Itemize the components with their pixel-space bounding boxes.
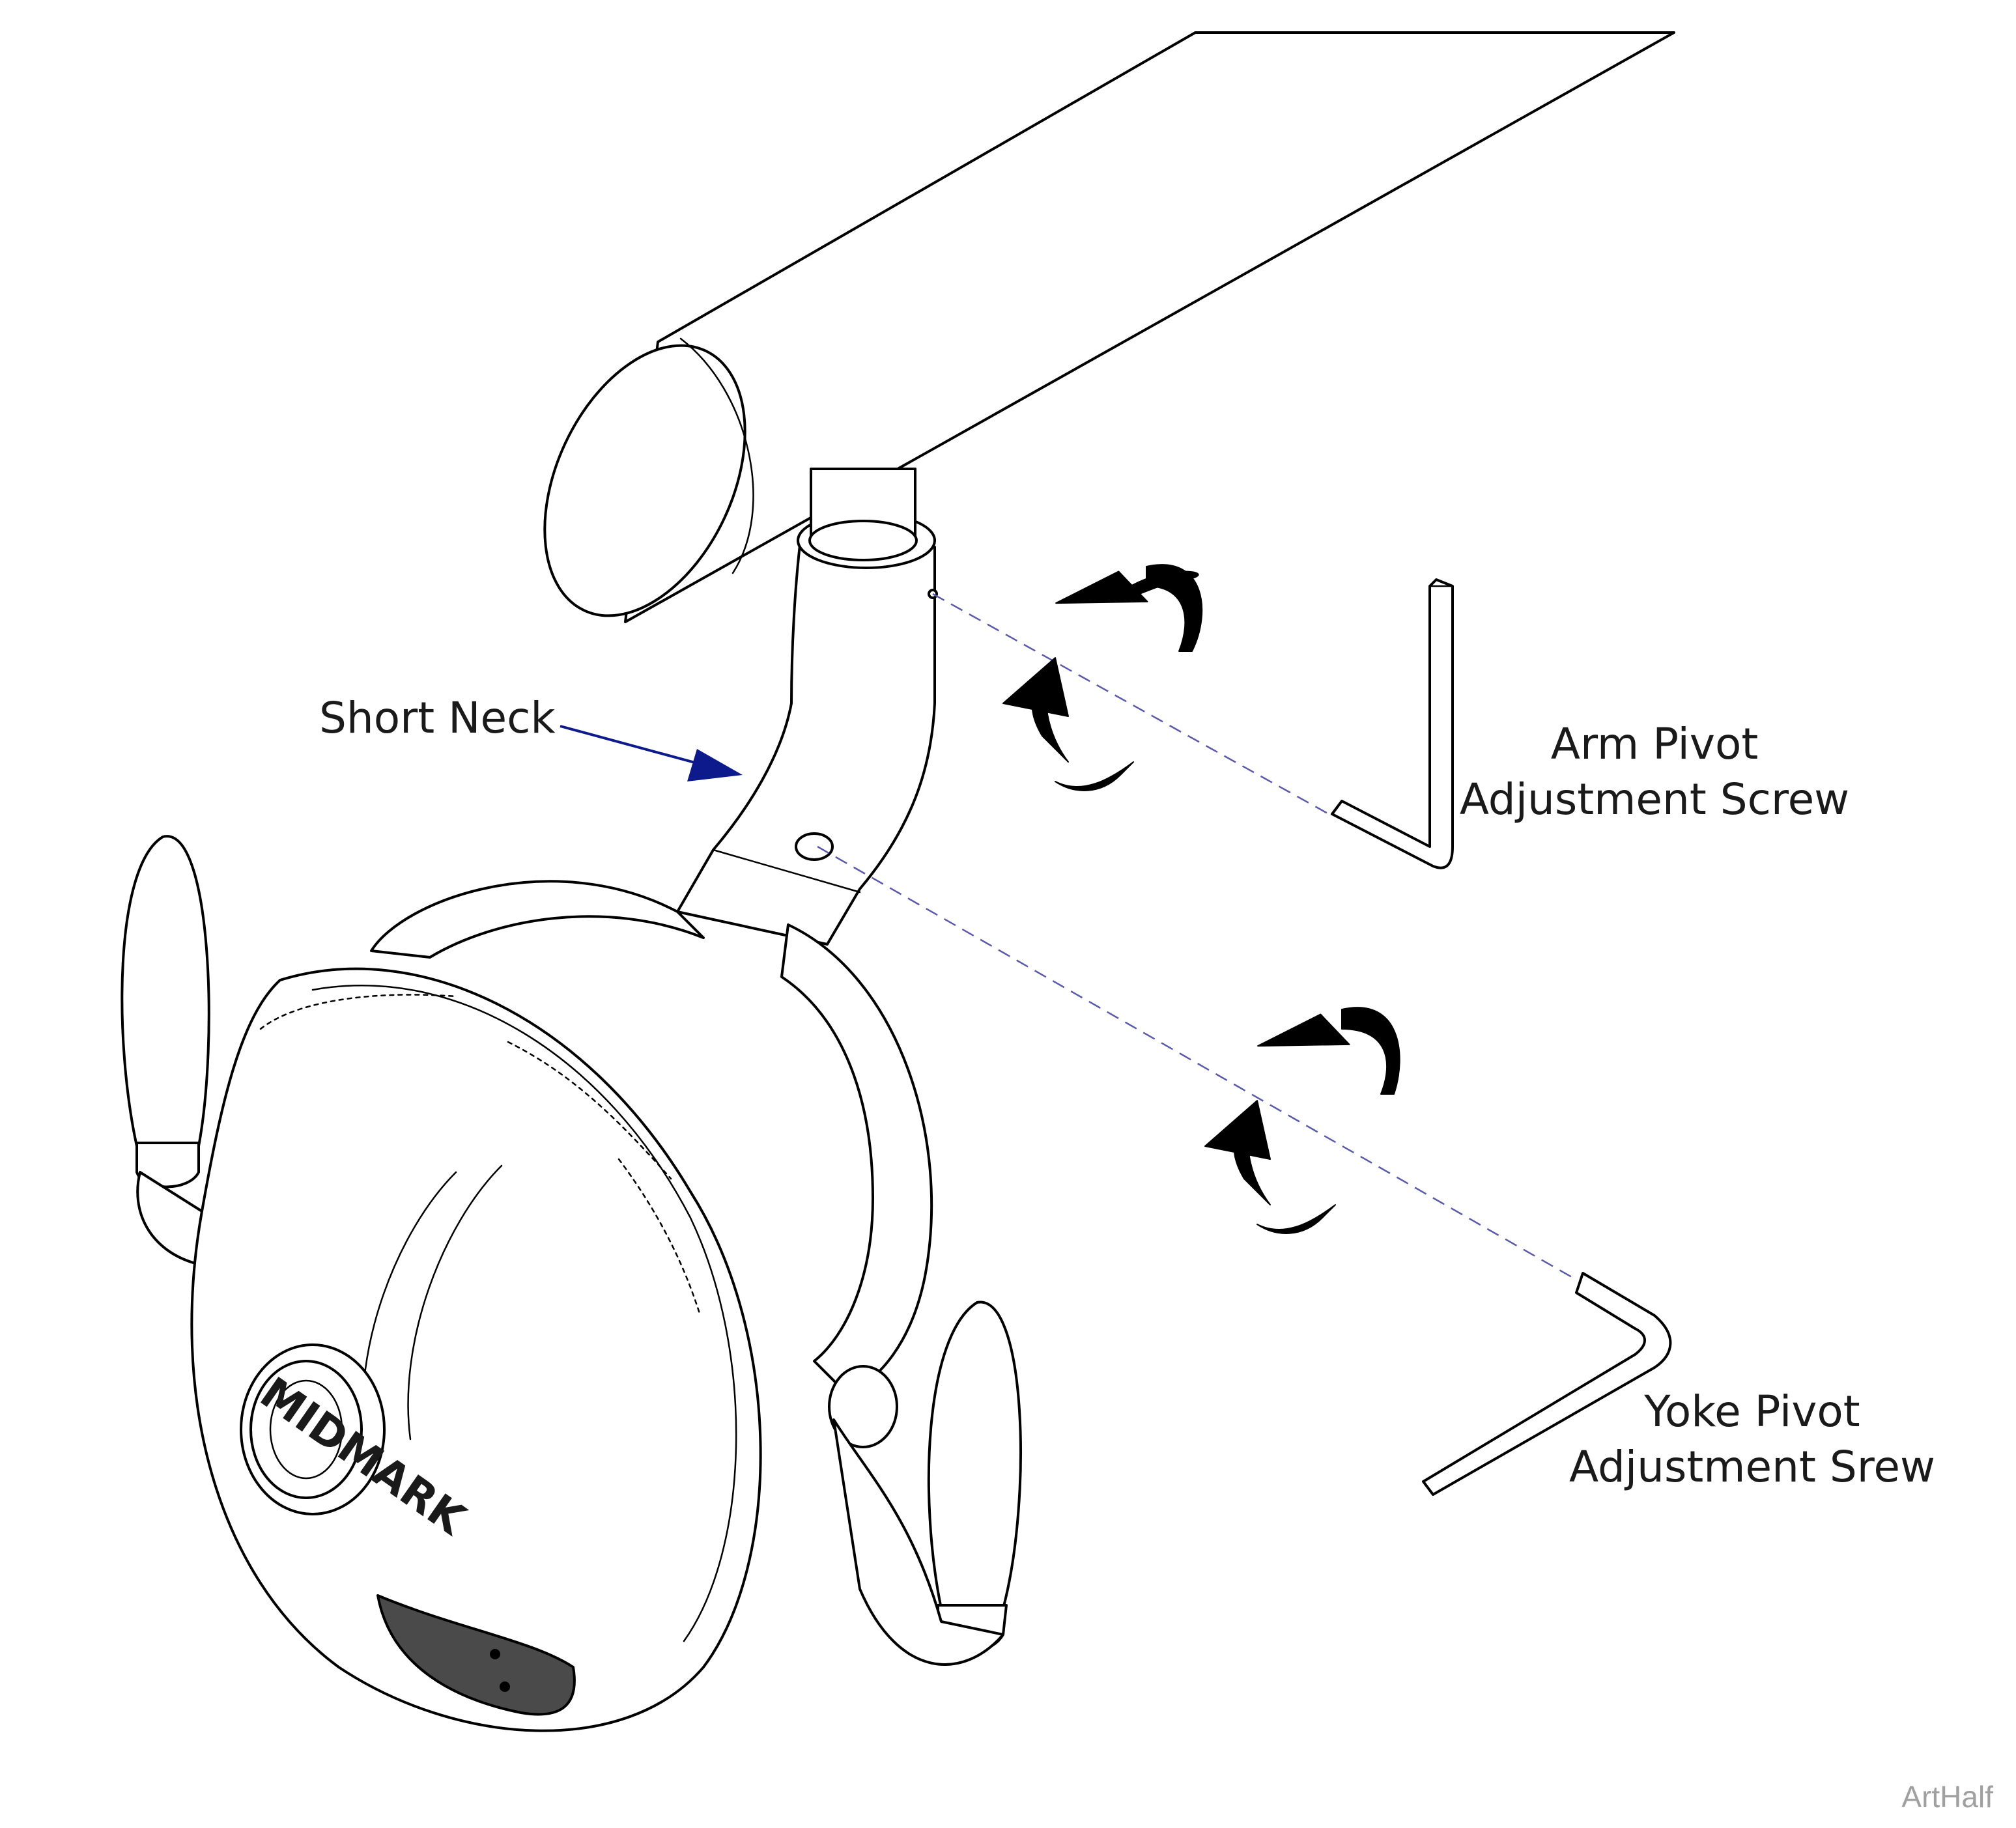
yoke [370, 880, 933, 1448]
horizontal-arm [543, 31, 1675, 623]
rotation-arrows-icon [1002, 564, 1203, 791]
vent-slots [259, 994, 702, 1317]
lamp-head: MIDMARK [190, 967, 762, 1732]
control-panel [376, 1594, 576, 1716]
alignment-lines [817, 593, 1577, 1281]
short-neck-label: Short Neck [319, 693, 556, 743]
short-neck-leader [560, 725, 743, 781]
hex-key-icon [1331, 578, 1454, 869]
yoke-pivot-label-line2: Adjustment Srew [1569, 1442, 1935, 1492]
watermark-text: ArtHalf [1901, 1780, 1993, 1814]
right-handle [832, 1301, 1022, 1666]
rotation-arrows-icon [1204, 1007, 1400, 1234]
arm-pivot-label-line1: Arm Pivot [1551, 719, 1758, 769]
short-neck [676, 468, 938, 946]
hex-key-icon [1422, 1272, 1672, 1496]
yoke-pivot-label-line1: Yoke Pivot [1643, 1386, 1860, 1437]
arm-alignment-line [932, 593, 1329, 815]
yoke-screw-hole [795, 832, 834, 861]
arm-pivot-label-line2: Adjustment Screw [1460, 774, 1849, 824]
left-handle [121, 835, 210, 1265]
